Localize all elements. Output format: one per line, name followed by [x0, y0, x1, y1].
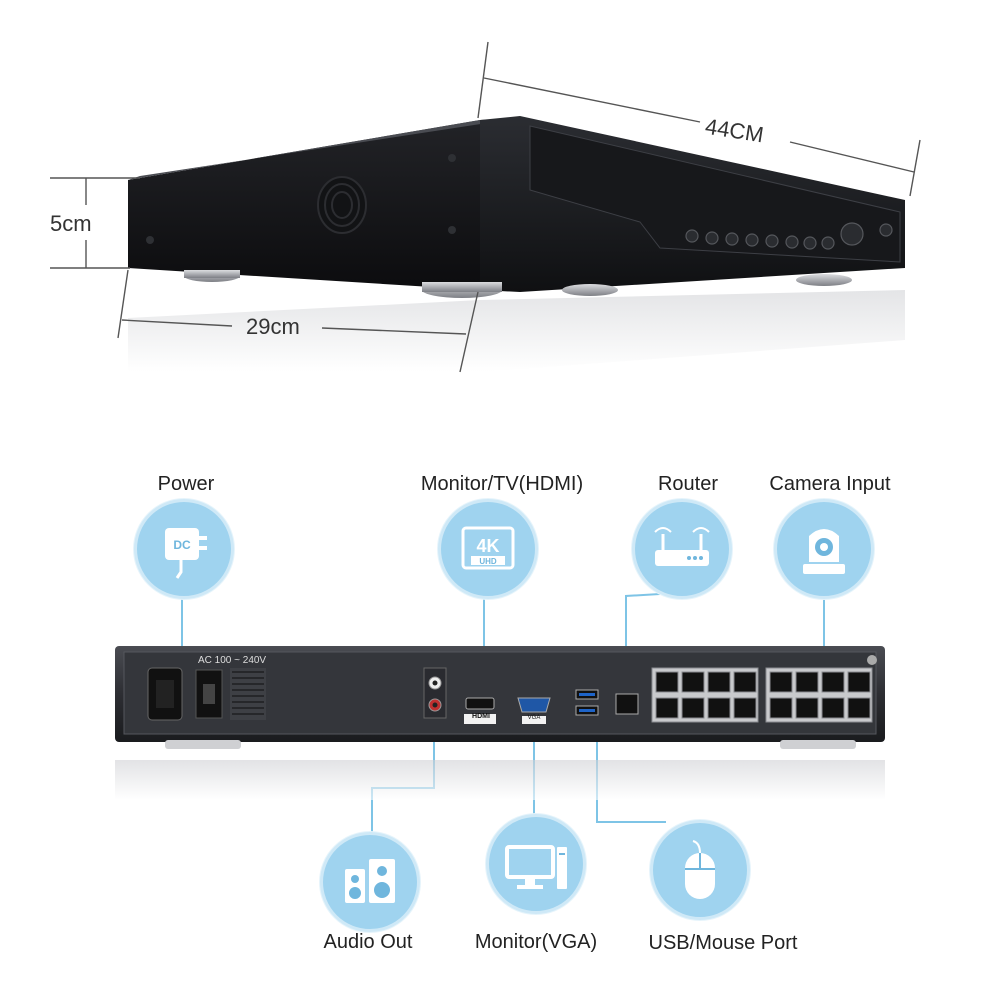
router-icon	[654, 527, 710, 566]
callout-power: DC	[134, 499, 234, 599]
callout-hdmi: 4K UHD	[438, 499, 538, 599]
callout-label-camera: Camera Input	[769, 473, 891, 495]
usb-ports	[575, 689, 599, 716]
fan-grille	[317, 176, 367, 234]
power-rating-label: AC 100 ~ 240V	[198, 655, 267, 666]
callout-audio-out	[320, 832, 420, 932]
vga-port-label: VGA	[527, 715, 541, 721]
uhd-badge-text: UHD	[479, 557, 497, 566]
dc-adapter-icon: DC	[165, 528, 207, 579]
callout-label-power: Power	[157, 473, 215, 495]
callout-label-usb-mouse: USB/Mouse Port	[648, 932, 798, 954]
mouse-icon	[685, 840, 715, 899]
rear-panel-diagram	[115, 593, 885, 840]
dimension-lines	[50, 41, 921, 373]
audio-jacks	[423, 667, 447, 719]
callout-router	[632, 499, 732, 599]
monitor-icon	[505, 845, 567, 889]
screw	[448, 154, 456, 162]
vga-port	[517, 697, 551, 724]
device-dimension-illustration	[50, 41, 921, 373]
dimension-depth-label: 29cm	[246, 314, 300, 339]
screw	[146, 236, 154, 244]
hdmi-port	[464, 697, 496, 724]
lan-port	[615, 693, 639, 715]
hdmi-port-label: HDMI	[472, 713, 490, 720]
vent-grid	[230, 668, 266, 720]
callout-label-hdmi: Monitor/TV(HDMI)	[420, 473, 584, 495]
4k-uhd-icon: 4K UHD	[461, 526, 515, 570]
callout-camera	[774, 499, 874, 599]
callout-vga	[486, 814, 586, 914]
speakers-icon	[345, 859, 395, 903]
poe-ports	[651, 667, 873, 723]
rear-foot	[165, 740, 241, 749]
vent-holes	[232, 671, 264, 715]
front-panel-bezel	[529, 125, 901, 263]
rear-foot	[780, 740, 856, 749]
4k-badge-text: 4K	[476, 536, 499, 556]
ptz-camera-icon	[803, 529, 845, 574]
device-feet	[184, 270, 852, 298]
ground-screw	[867, 655, 877, 665]
callout-label-audio-out: Audio Out	[323, 931, 413, 953]
callout-label-router: Router	[657, 473, 719, 495]
front-panel-buttons	[685, 222, 893, 250]
screw	[448, 226, 456, 234]
device-side-face	[128, 120, 480, 290]
device-reflection	[128, 290, 905, 372]
callout-label-vga: Monitor(VGA)	[474, 931, 598, 953]
dimension-height-label: 5cm	[50, 211, 92, 236]
dc-badge-text: DC	[173, 538, 191, 552]
callout-usb-mouse	[650, 820, 750, 920]
